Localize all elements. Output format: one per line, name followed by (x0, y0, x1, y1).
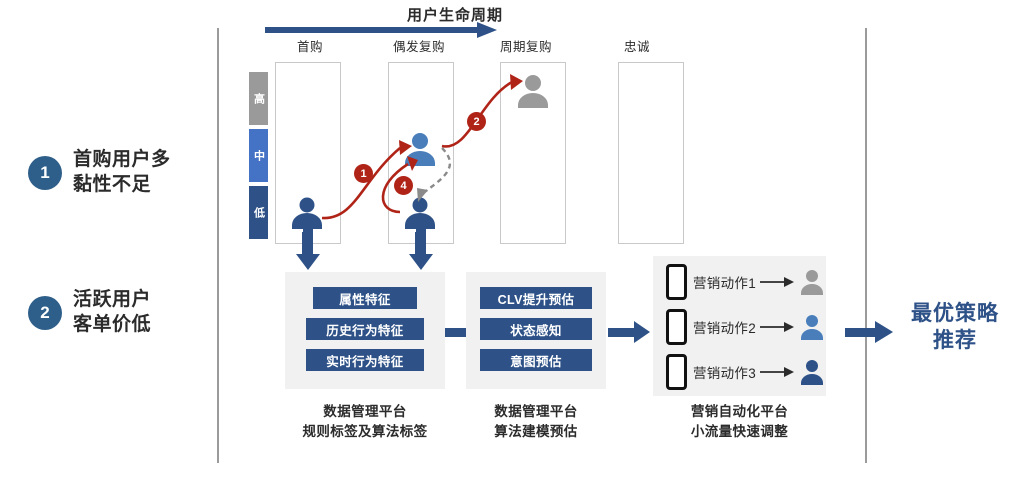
panel-algorithm-caption-line2: 算法建模预估 (494, 423, 578, 439)
marketing-action-row-2[interactable]: 营销动作2 (666, 309, 825, 345)
lifecycle-stage-label-0: 首购 (296, 40, 323, 54)
lifecycle-stage-label-3: 忠诚 (623, 40, 650, 54)
issue-2-line-1: 活跃用户 (73, 289, 152, 310)
marketing-action-row-3[interactable]: 营销动作3 (666, 354, 825, 390)
panel-marketing-caption-line1: 营销自动化平台 (690, 404, 789, 419)
issue-text-1: 首购用户多 黏性不足 (73, 148, 171, 197)
value-level-mid-label: 中 (252, 149, 265, 162)
transition-marker-2: 2 (467, 112, 486, 131)
value-level-low: 低 (249, 186, 268, 239)
issue-item-2[interactable]: 2 活跃用户 客单价低 (28, 288, 151, 337)
marketing-action-label-3: 营销动作3 (693, 366, 757, 381)
issue-text-2: 活跃用户 客单价低 (73, 288, 151, 337)
action-arrow-2 (760, 322, 795, 332)
issue-badge-1: 1 (28, 155, 62, 190)
panel-data-tags-caption-line1: 数据管理平台 (323, 404, 407, 419)
chip-attribute-features[interactable]: 属性特征 (313, 287, 417, 309)
transition-marker-1: 1 (354, 164, 373, 183)
user-figure-cyclic-high (518, 75, 548, 108)
final-flow-arrow (845, 321, 893, 343)
phone-icon-1 (666, 264, 687, 300)
lifecycle-column-2 (500, 62, 566, 244)
marketing-action-row-1[interactable]: 营销动作1 (666, 264, 825, 300)
lifecycle-title: 用户生命周期 (407, 7, 504, 24)
user-icon-action-3 (801, 359, 824, 385)
lifecycle-column-3 (618, 62, 684, 244)
marketing-action-label-2: 营销动作2 (693, 321, 757, 336)
phone-icon-2 (666, 309, 687, 345)
right-divider (865, 28, 867, 463)
lifecycle-stage-label-2: 周期复购 (499, 40, 552, 54)
panel-marketing-caption-line2: 小流量快速调整 (690, 423, 789, 439)
final-recommendation: 最优策略 推荐 (895, 300, 1015, 355)
action-arrow-1 (760, 277, 795, 287)
left-divider (217, 28, 219, 463)
panel-flow-arrow-2 (608, 321, 650, 343)
feed-arrow-down-left (296, 228, 320, 270)
value-level-high: 高 (249, 72, 268, 125)
issue-1-line-2: 黏性不足 (73, 173, 152, 195)
transition-marker-4: 4 (394, 176, 413, 195)
transition-arrows (321, 74, 523, 220)
issue-item-1[interactable]: 1 首购用户多 黏性不足 (28, 148, 171, 197)
lifecycle-timeline-arrow (265, 22, 497, 38)
marketing-action-label-1: 营销动作1 (693, 276, 757, 291)
issue-2-line-2: 客单价低 (73, 313, 152, 335)
value-level-high-label: 高 (252, 92, 265, 105)
action-arrow-3 (760, 367, 795, 377)
user-icon-action-1 (801, 269, 824, 295)
panel-data-tags-caption: 数据管理平台 规则标签及算法标签 (285, 402, 445, 441)
user-icon-action-2 (801, 314, 824, 340)
issue-badge-2: 2 (28, 295, 62, 330)
value-level-mid: 中 (249, 129, 268, 182)
panel-marketing-caption: 营销自动化平台 小流量快速调整 (653, 402, 826, 441)
panel-algorithm-caption: 数据管理平台 算法建模预估 (466, 402, 606, 441)
phone-icon-3 (666, 354, 687, 390)
lifecycle-stage-label-1: 偶发复购 (392, 40, 445, 54)
value-level-low-label: 低 (252, 206, 265, 219)
chip-clv-uplift-estimation[interactable]: CLV提升预估 (480, 287, 592, 309)
issue-1-line-1: 首购用户多 (73, 149, 171, 170)
feed-arrow-down-right (409, 228, 433, 270)
chip-history-behavior-features[interactable]: 历史行为特征 (306, 318, 424, 340)
chip-state-awareness[interactable]: 状态感知 (480, 318, 592, 340)
final-recommendation-line2: 推荐 (933, 329, 977, 353)
panel-data-tags-caption-line2: 规则标签及算法标签 (302, 423, 428, 439)
panel-algorithm-caption-line1: 数据管理平台 (494, 404, 578, 419)
final-recommendation-line1: 最优策略 (911, 302, 999, 325)
chip-realtime-behavior-features[interactable]: 实时行为特征 (306, 349, 424, 371)
chip-intent-estimation[interactable]: 意图预估 (480, 349, 592, 371)
